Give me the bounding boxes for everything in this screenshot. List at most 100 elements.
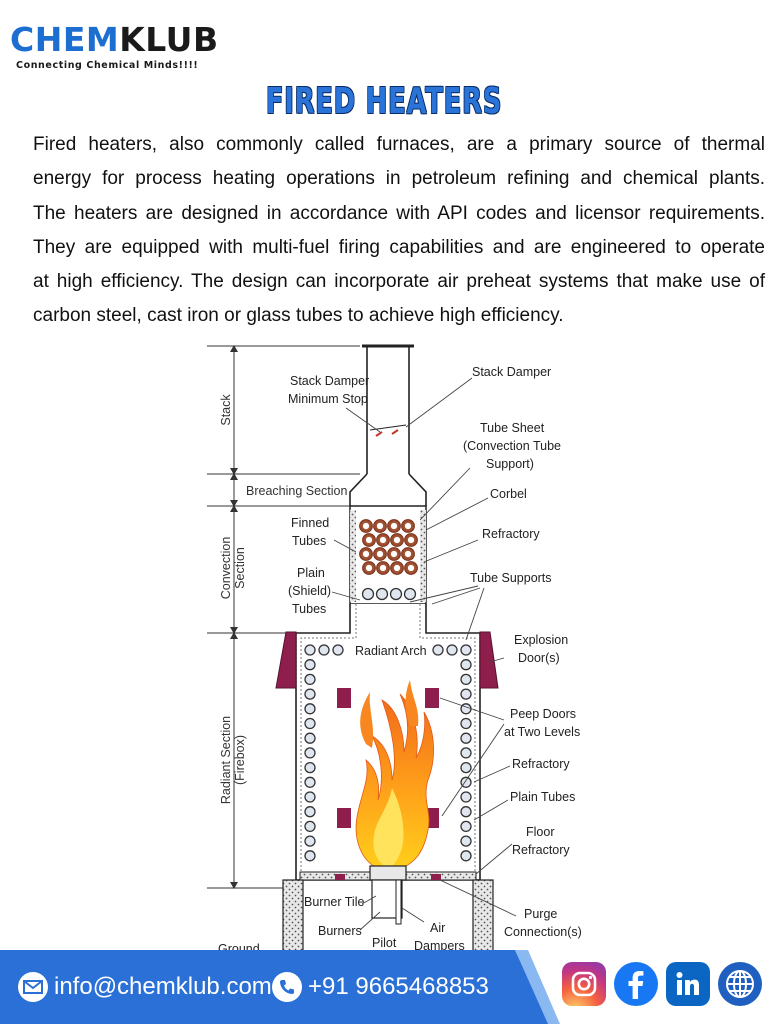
peep-door: [337, 808, 351, 828]
finned-tube: [387, 547, 401, 561]
finned-tube: [390, 533, 404, 547]
breaching-section-label: Breaching Section: [246, 484, 348, 498]
label-finned-tubes-1: Finned: [291, 516, 329, 530]
intro-paragraph: Fired heaters, also commonly called furn…: [33, 128, 765, 334]
floor-port: [431, 874, 441, 880]
footer-bar: info@chemklub.com +91 9665468853: [0, 950, 768, 1024]
finned-tube: [359, 519, 373, 533]
flame-tongue-left: [360, 692, 374, 748]
pilot: [395, 879, 402, 925]
label-air-dampers-2: Dampers: [414, 939, 465, 950]
label-purge-2: Connection(s): [504, 925, 582, 939]
logo-chem: CHEM: [10, 20, 120, 59]
label-burners: Burners: [318, 924, 362, 938]
dimension-lines: [207, 345, 360, 889]
peep-door: [425, 688, 439, 708]
radiant-tube: [304, 835, 316, 847]
radiant-tube: [460, 747, 472, 759]
label-explosion-door-2: Door(s): [518, 651, 560, 665]
convection-dim-label-1: Convection: [219, 537, 233, 600]
radiant-tube: [304, 703, 316, 715]
finned-tube: [401, 519, 415, 533]
finned-tube: [404, 561, 418, 575]
finned-tube: [373, 547, 387, 561]
intro-line: They are equipped with multi-fuel firing…: [33, 236, 765, 258]
stack-damper: [369, 424, 407, 437]
label-refractory-top: Refractory: [482, 527, 540, 541]
phone-text: +91 9665468853: [308, 973, 489, 1000]
label-plain-shield-1: Plain: [297, 566, 325, 580]
label-peep-doors-1: Peep Doors: [510, 707, 576, 721]
radiant-tube: [460, 688, 472, 700]
peep-door: [337, 688, 351, 708]
radiant-tube: [460, 820, 472, 833]
radiant-tube: [460, 673, 472, 686]
label-tube-sheet-1: Tube Sheet: [480, 421, 545, 435]
leader-lines: [331, 377, 517, 931]
arch-tube: [332, 644, 344, 656]
support-leg-right: [472, 879, 494, 950]
label-purge-1: Purge: [524, 907, 557, 921]
globe-icon[interactable]: [718, 962, 762, 1006]
footer-phone[interactable]: +91 9665468853: [272, 972, 489, 1002]
label-radiant-arch: Radiant Arch: [355, 644, 427, 658]
support-leg-left: [282, 879, 304, 950]
label-tube-sheet-2: (Convection Tube: [463, 439, 561, 453]
label-peep-doors-2: at Two Levels: [504, 725, 580, 739]
radiant-tube: [460, 659, 472, 671]
radiant-dim-label-2: (Firebox): [233, 735, 247, 785]
radiant-tube: [304, 747, 316, 759]
label-pilot: Pilot: [372, 936, 397, 950]
radiant-tube: [460, 835, 472, 847]
burner-tile: [369, 865, 407, 881]
radiant-tube: [460, 732, 472, 744]
stack: [349, 344, 427, 506]
label-tube-sheet-3: Support): [486, 457, 534, 471]
radiant-tube: [460, 644, 472, 656]
intro-line: at high efficiency. The design can incor…: [33, 271, 765, 293]
instagram-icon[interactable]: [562, 962, 606, 1006]
mail-icon: [18, 972, 48, 1002]
radiant-tube: [304, 732, 316, 744]
logo-klub: KLUB: [119, 20, 219, 59]
radiant-tube: [460, 761, 472, 774]
convection-refractory-left: [350, 510, 356, 602]
floor-port: [335, 874, 345, 880]
finned-tube: [401, 547, 415, 561]
convection-refractory-right: [420, 510, 426, 602]
convection-dim-label-2: Section: [233, 547, 247, 589]
shield-tube: [389, 587, 403, 601]
label-stack-damper: Stack Damper: [472, 365, 551, 379]
label-plain-tubes: Plain Tubes: [510, 790, 575, 804]
radiant-tube: [304, 776, 316, 788]
finned-tube: [373, 519, 387, 533]
finned-tube: [362, 533, 376, 547]
finned-tube: [376, 533, 390, 547]
label-stack-damper-min-stop-1: Stack Damper: [290, 374, 369, 388]
flame: [355, 693, 434, 873]
radiant-tube: [460, 850, 472, 862]
arch-tube: [318, 644, 330, 656]
radiant-tube: [460, 717, 472, 730]
radiant-tube: [304, 717, 316, 730]
stack-dim-label: Stack: [219, 394, 233, 426]
shield-tube: [403, 587, 417, 601]
explosion-door-right: [479, 631, 499, 689]
label-air-dampers-1: Air: [430, 921, 445, 935]
label-corbel: Corbel: [490, 487, 527, 501]
footer-email[interactable]: info@chemklub.com: [18, 972, 272, 1002]
finned-tube: [359, 547, 373, 561]
finned-tube: [390, 561, 404, 575]
intro-line: energy for process heating operations in…: [33, 168, 765, 190]
label-explosion-door-1: Explosion: [514, 633, 568, 647]
radiant-tube: [304, 659, 316, 671]
facebook-icon[interactable]: [614, 962, 658, 1006]
finned-tubes: [359, 519, 418, 575]
fired-heater-diagram: Stack Breaching Section Convection Secti…: [207, 344, 582, 950]
radiant-tube: [304, 688, 316, 700]
radiant-tube: [304, 673, 316, 686]
linkedin-icon[interactable]: [666, 962, 710, 1006]
label-stack-damper-min-stop-2: Minimum Stop: [288, 392, 368, 406]
radiant-tube: [304, 850, 316, 862]
arch-tubes: [318, 644, 458, 656]
